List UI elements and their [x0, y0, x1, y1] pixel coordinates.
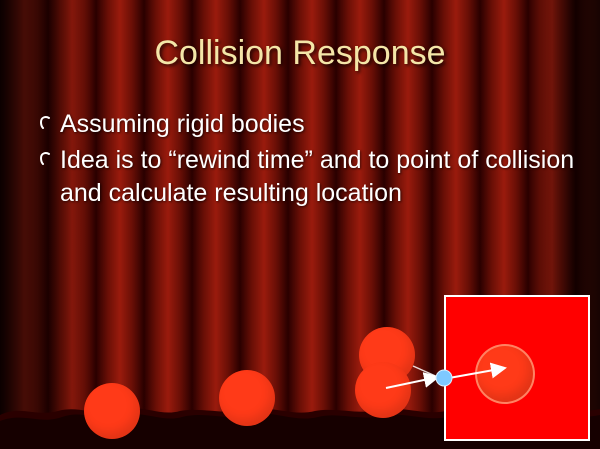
bullet-list: Assuming rigid bodies Idea is to “rewind…: [38, 108, 578, 213]
curl-bullet-icon: [39, 116, 50, 129]
curtain-left-shadow: [0, 0, 90, 449]
collision-box: [444, 295, 590, 441]
bullet-text: Idea is to “rewind time” and to point of…: [60, 146, 575, 207]
bullet-text: Assuming rigid bodies: [60, 110, 305, 138]
connector-line: [412, 365, 441, 379]
bullet-item: Idea is to “rewind time” and to point of…: [38, 144, 578, 210]
ball: [475, 344, 535, 404]
curl-bullet-icon: [39, 152, 50, 165]
ball: [355, 362, 411, 418]
bullet-item: Assuming rigid bodies: [38, 108, 578, 141]
slide-title: Collision Response: [154, 34, 446, 72]
ball: [84, 383, 140, 439]
ball: [219, 370, 275, 426]
